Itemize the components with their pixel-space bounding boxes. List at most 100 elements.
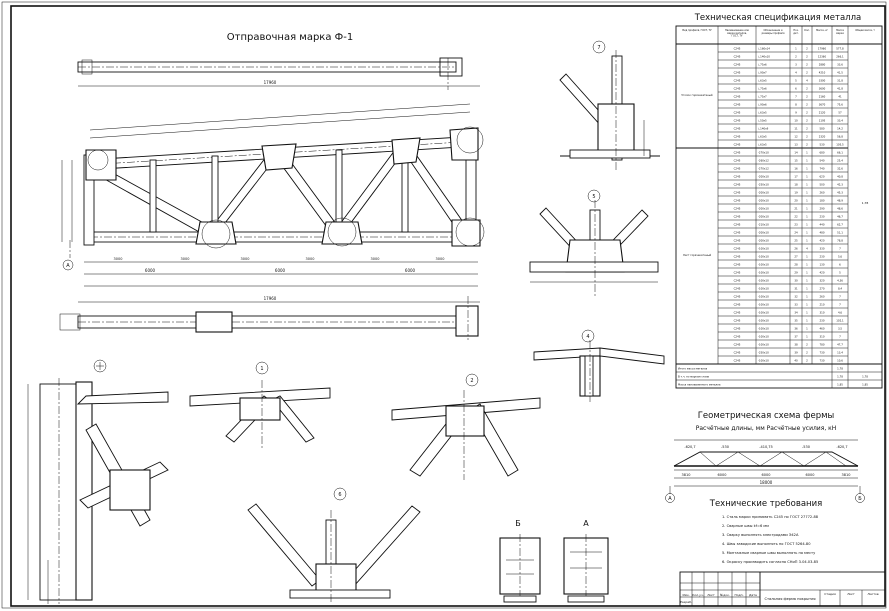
spec-cell: 31 [794,286,798,290]
spec-footer-v1: 1,85 [837,382,843,386]
spec-header-line: Кол. [804,29,810,32]
spec-cell: 32,6 [837,166,843,170]
spec-cell: -200х10 [758,190,769,194]
geo-span: 18000 [760,480,773,485]
spec-cell: 18 [794,182,798,186]
spec-cell: 210 [820,302,825,306]
spec-cell: С245 [734,310,741,314]
spec-cell: 16 [794,166,798,170]
spec-cell: 320 [820,278,825,282]
spec-cell: 36 [794,326,798,330]
spec-cell: 47,7 [837,342,843,346]
spec-cell: 1 [806,206,808,210]
spec-cell: 1 [806,238,808,242]
spec-cell: С245 [734,70,741,74]
geo-bot-2: 6000 [718,473,727,477]
spec-cell: 266,1 [836,54,844,58]
spec-cell: -100х10 [758,326,769,330]
spec-cell: -200х10 [758,238,769,242]
spec-cell: С245 [734,158,741,162]
main-title: Отправочная марка Ф-1 [227,32,353,43]
spec-cell: -100х10 [758,262,769,266]
spec-header-line: марка металла, [727,32,747,35]
spec-cell: -100х10 [758,318,769,322]
spec-cell: -210х10 [758,222,769,226]
spec-group-1: Уголок горячекатаный [681,93,712,97]
spec-cell: -200х10 [758,198,769,202]
spec-cell: С245 [734,142,741,146]
spec-cell: 39 [794,350,798,354]
sub-dim-1: 3000 [114,257,123,261]
spec-cell: 34 [794,310,798,314]
spec-cell: 12 [794,134,798,138]
req-item-1: 1. Сталь марки принимать С245 по ГОСТ 27… [722,515,819,519]
spec-cell: 6 [839,262,841,266]
spec-cell: -100х10 [758,278,769,282]
spec-cell: С245 [734,254,741,258]
spec-cell: 10 [794,118,798,122]
spec-cell: С245 [734,286,741,290]
detail-7: 7 [559,40,660,170]
spec-cell: ∟63х5 [758,78,767,82]
spec-cell: ∟63х5 [758,142,767,146]
spec-cell: 2 [806,126,808,130]
spec-cell: С245 [734,46,741,50]
spec-cell: -100х10 [758,270,769,274]
spec-cell: 1 [806,198,808,202]
spec-cell: 6 [795,86,797,90]
spec-cell: 7 [839,334,841,338]
spec-cell: 33 [794,302,798,306]
spec-cell: 480 [820,230,825,234]
stamp-col-3: Лист [707,593,715,597]
geo-top-4: -530 [802,445,810,449]
spec-footer-v1: 1,78 [837,366,843,370]
spec-cell: ∟75х6 [758,86,767,90]
spec-cell: 1 [806,302,808,306]
spec-cell: С245 [734,222,741,226]
spec-cell: 3300 [819,78,826,82]
sheet-frame [10,5,886,607]
detail-4: 4 [533,329,665,402]
spec-cell: 21 [794,206,798,210]
detail-6: 6 [247,487,421,604]
req-list: 1. Сталь марки принимать С245 по ГОСТ 27… [722,515,819,564]
spec-cell: 540 [820,158,825,162]
spec-cell: 1 [806,190,808,194]
spec-cell: 1 [806,310,808,314]
spec-cell: С245 [734,350,741,354]
spec-cell: -100х10 [758,310,769,314]
spec-cell: 2 [806,70,808,74]
spec-cell: 5 [839,270,841,274]
spec-cell: 7 [795,94,797,98]
spec-cell: С245 [734,358,741,362]
spec-header-line: Общая масса, т [855,29,875,32]
spec-cell: 680 [820,150,825,154]
spec-cell: 29 [794,270,798,274]
spec-cell: 420 [820,270,825,274]
spec-cell: С245 [734,110,741,114]
spec-cell: 2 [806,62,808,66]
spec-cell: 1 [806,222,808,226]
stamp-col-2: Кол.уч. [692,593,703,597]
geo-subtitle: Расчётные длины, мм Расчётные усилия, кН [696,425,837,432]
spec-cell: 440 [820,222,825,226]
spec-cell: 102,1 [836,318,844,322]
spec-cell: 7 [839,302,841,306]
geo-top-3: -410,75 [759,445,773,449]
spec-cell: 1 [806,254,808,258]
spec-cell: 7 [839,294,841,298]
stamp-col-6: Дата [749,593,757,597]
bottom-chord-length: 17960 [264,296,277,301]
spec-cell: 56,8 [837,134,843,138]
req-item-2: 2. Сварные швы kf=6 мм [722,524,769,528]
spec-cell: 330 [820,246,825,250]
geo-top-1: -620,7 [684,445,695,449]
spec-cell: 2 [806,358,808,362]
spec-title: Техническая спецификация металла [694,13,862,23]
spec-cell: С245 [734,270,741,274]
req-item-6: 6. Окраску производить согласно СНиП 3.0… [722,560,818,564]
spec-cell: 25 [794,238,798,242]
truss-elevation: 6000 6000 6000 3000 3000 3000 3000 3000 … [61,103,485,287]
